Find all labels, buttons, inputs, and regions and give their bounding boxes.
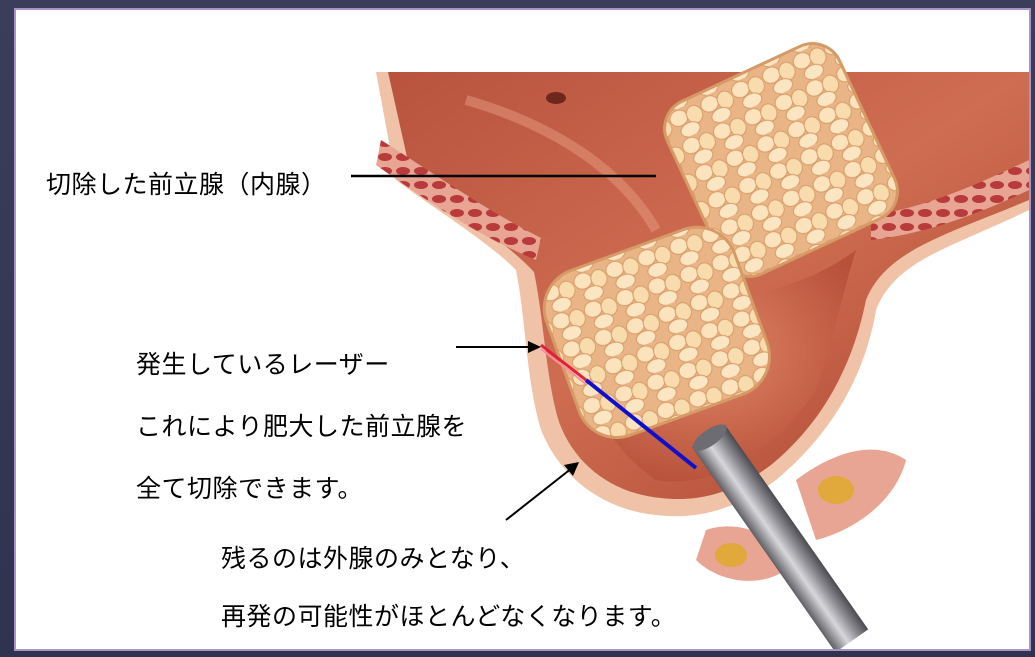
outer-gland-label-line1: 残るのは外腺のみとなり、 — [221, 544, 525, 574]
resected-prostate-label: 切除した前立腺（内腺） — [46, 170, 327, 200]
laser-label-line3: 全て切除できます。 — [136, 474, 363, 504]
outer-gland-pointer-arrow — [506, 468, 572, 520]
diagram-panel: 切除した前立腺（内腺） 発生しているレーザー これにより肥大した前立腺を 全て切… — [14, 8, 1031, 651]
outer-gland-label-line2: 再発の可能性がほとんどなくなります。 — [221, 602, 676, 632]
laser-label-line1: 発生しているレーザー — [136, 350, 390, 380]
laser-label-line2: これにより肥大した前立腺を — [136, 412, 467, 442]
